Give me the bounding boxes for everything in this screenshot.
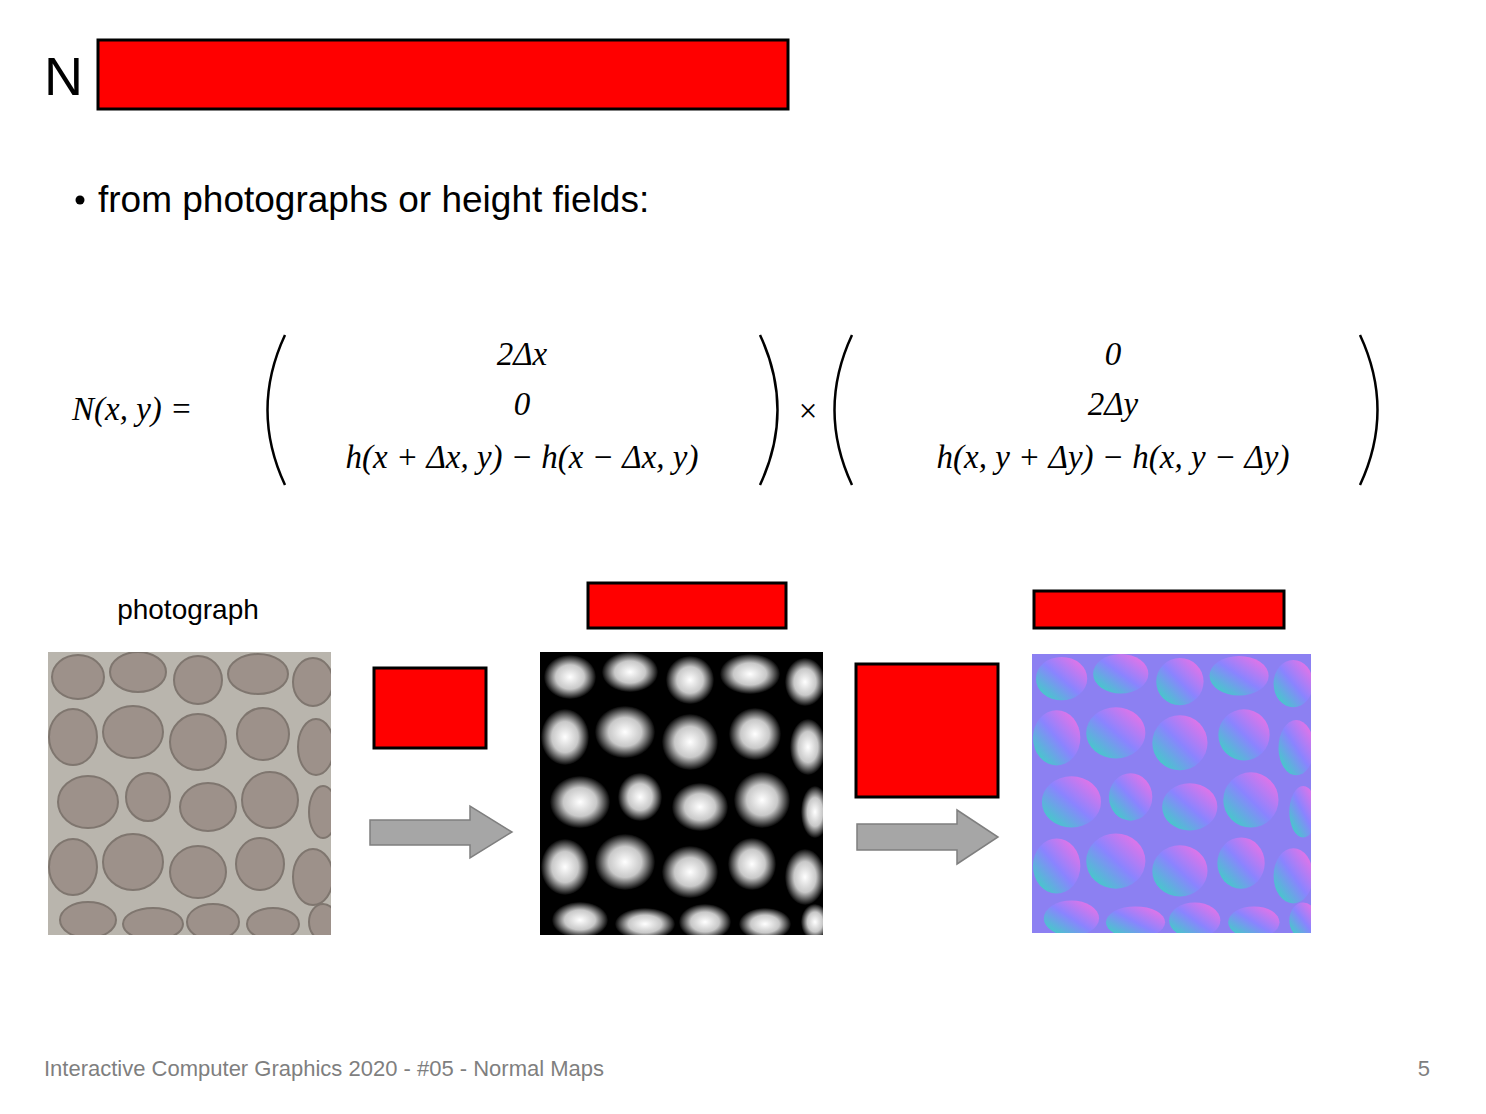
page-number: 5: [1418, 1056, 1430, 1081]
stones: [49, 652, 331, 935]
redaction-box: [588, 583, 786, 628]
redaction-box: [98, 40, 788, 109]
redaction-box: [1034, 591, 1284, 628]
paren: [268, 335, 286, 485]
image-caption: photograph: [117, 594, 259, 626]
bullet-dot: [76, 196, 85, 205]
footer-text: Interactive Computer Graphics 2020 - #05…: [44, 1056, 604, 1081]
matrix-entry: 0: [514, 386, 531, 424]
matrix-entry: h(x + Δx, y) − h(x − Δx, y): [346, 439, 699, 477]
paren: [760, 335, 778, 485]
redaction-box: [856, 664, 998, 797]
matrix-entry: 2Δx: [497, 336, 548, 374]
matrix-entry: 0: [1105, 336, 1122, 374]
normal-map: [1032, 654, 1311, 933]
paren: [835, 335, 853, 485]
cross-operator: ×: [799, 393, 818, 431]
stone-photograph: [48, 652, 331, 935]
height-blobs: [541, 652, 823, 935]
process-arrow: [370, 806, 512, 858]
formula-lhs: N(x, y) =: [72, 391, 192, 429]
slide-title: N: [44, 45, 83, 107]
normal-blobs: [1033, 654, 1311, 933]
matrix-parentheses: [268, 335, 1378, 485]
matrix-entry: h(x, y + Δy) − h(x, y − Δy): [937, 439, 1290, 477]
redaction-box: [374, 668, 486, 748]
matrix-entry: 2Δy: [1088, 386, 1139, 424]
bullet-text: from photographs or height fields:: [98, 179, 649, 222]
height-map: [540, 652, 823, 935]
process-arrow: [857, 810, 998, 864]
paren: [1360, 335, 1378, 485]
